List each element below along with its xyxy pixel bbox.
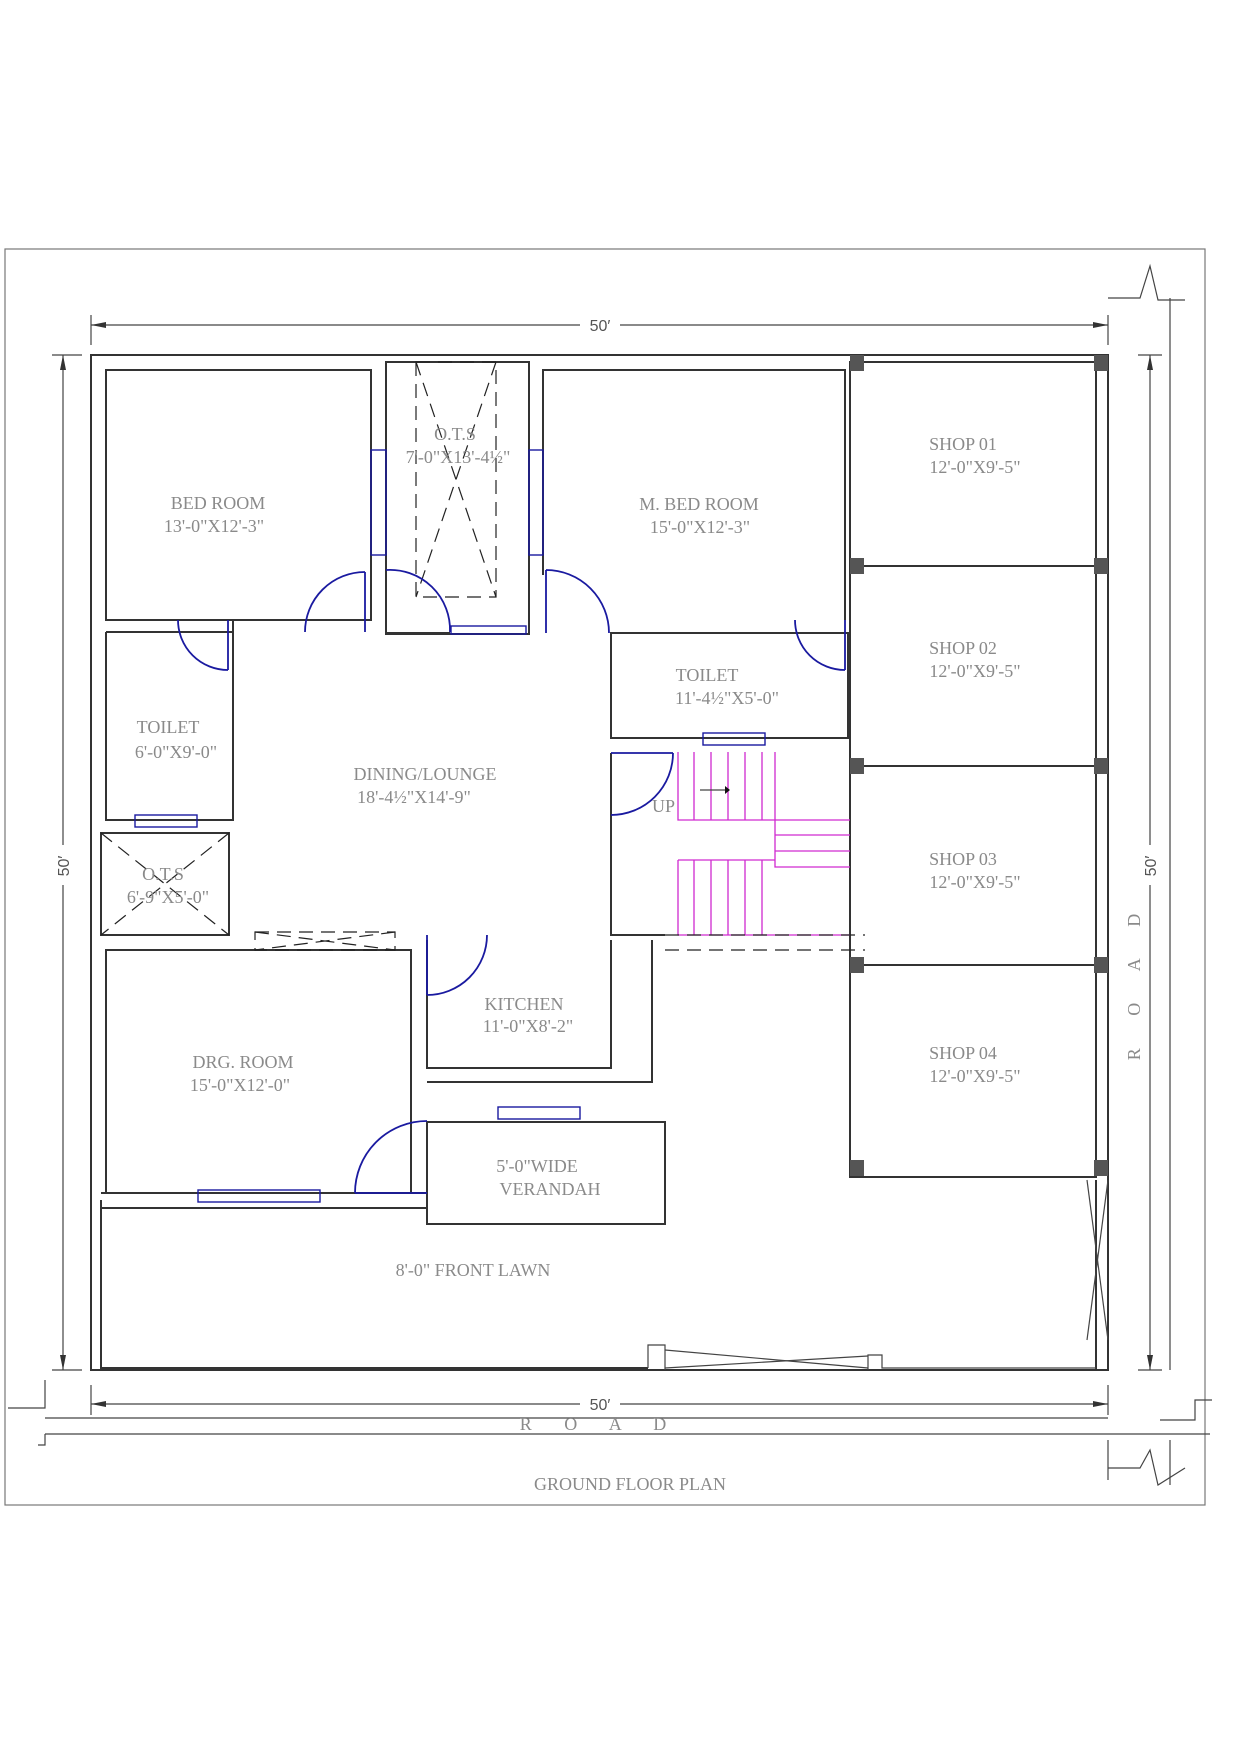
shop-01-size: 12'-0"X9'-5" <box>929 457 1020 477</box>
ots-left-size: 6'-9"X5'-0" <box>127 887 209 907</box>
dining-lounge-size: 18'-4½"X14'-9" <box>357 787 471 807</box>
verandah-name: 5'-0"WIDE <box>496 1156 578 1176</box>
shop-01-name: SHOP 01 <box>929 434 997 454</box>
road-bottom-label: R O A D <box>520 1414 681 1434</box>
road-right-label: R O A D <box>1124 900 1144 1061</box>
columns <box>850 355 1108 1176</box>
doors <box>177 569 1109 1369</box>
dim-top-label: 50′ <box>590 318 611 335</box>
m-bed-room-size: 15'-0"X12'-3" <box>650 517 750 537</box>
drg-room-name: DRG. ROOM <box>192 1052 293 1072</box>
kitchen-size: 11'-0"X8'-2" <box>483 1016 574 1036</box>
dimension-top: 50′ <box>90 314 1109 345</box>
m-bed-room-name: M. BED ROOM <box>639 494 759 514</box>
road-bottom: R O A D <box>8 1380 1212 1446</box>
bed-room-size: 13'-0"X12'-3" <box>164 516 264 536</box>
outer-walls <box>90 354 1109 1371</box>
room-labels: BED ROOM 13'-0"X12'-3" O.T.S 7'-0"X13'-4… <box>127 424 1021 1280</box>
dimension-left: 50′ <box>52 354 82 1371</box>
toilet-left-name: TOILET <box>137 717 200 737</box>
plan-title: GROUND FLOOR PLAN <box>534 1474 726 1494</box>
verandah-size: VERANDAH <box>500 1179 601 1199</box>
toilet-right-name: TOILET <box>676 665 739 685</box>
drg-room-size: 15'-0"X12'-0" <box>190 1075 290 1095</box>
shop-04-size: 12'-0"X9'-5" <box>929 1066 1020 1086</box>
ots-left-name: O.T.S <box>142 864 184 884</box>
dim-bottom-label: 50′ <box>590 1397 611 1414</box>
ots-top-cross <box>415 361 497 598</box>
ots-top-size: 7'-0"X13'-4½" <box>406 447 511 467</box>
toilet-right-size: 11'-4½"X5'-0" <box>675 688 779 708</box>
dimension-right: 50′ <box>1138 354 1162 1371</box>
toilet-left-size: 6'-0"X9'-0" <box>135 742 217 762</box>
front-lawn-name: 8'-0" FRONT LAWN <box>396 1260 551 1280</box>
dining-lounge-name: DINING/LOUNGE <box>354 764 497 784</box>
shop-03-size: 12'-0"X9'-5" <box>929 872 1020 892</box>
ots-top-name: O.T.S <box>434 424 476 444</box>
sheet-border <box>4 248 1206 1506</box>
dim-right-label: 50′ <box>1143 856 1160 877</box>
staircase: UP <box>652 752 865 951</box>
dim-left-label: 50′ <box>56 856 73 877</box>
dimension-bottom: 50′ <box>90 1385 1109 1415</box>
shop-04-name: SHOP 04 <box>929 1043 997 1063</box>
shop-03-name: SHOP 03 <box>929 849 997 869</box>
road-right: R O A D <box>1107 263 1186 1486</box>
shop-02-size: 12'-0"X9'-5" <box>929 661 1020 681</box>
kitchen-name: KITCHEN <box>485 994 564 1014</box>
bed-room-name: BED ROOM <box>171 493 266 513</box>
stair-up-label: UP <box>652 796 675 816</box>
ots-left-cross <box>100 832 230 936</box>
shop-02-name: SHOP 02 <box>929 638 997 658</box>
windows <box>134 449 766 1203</box>
